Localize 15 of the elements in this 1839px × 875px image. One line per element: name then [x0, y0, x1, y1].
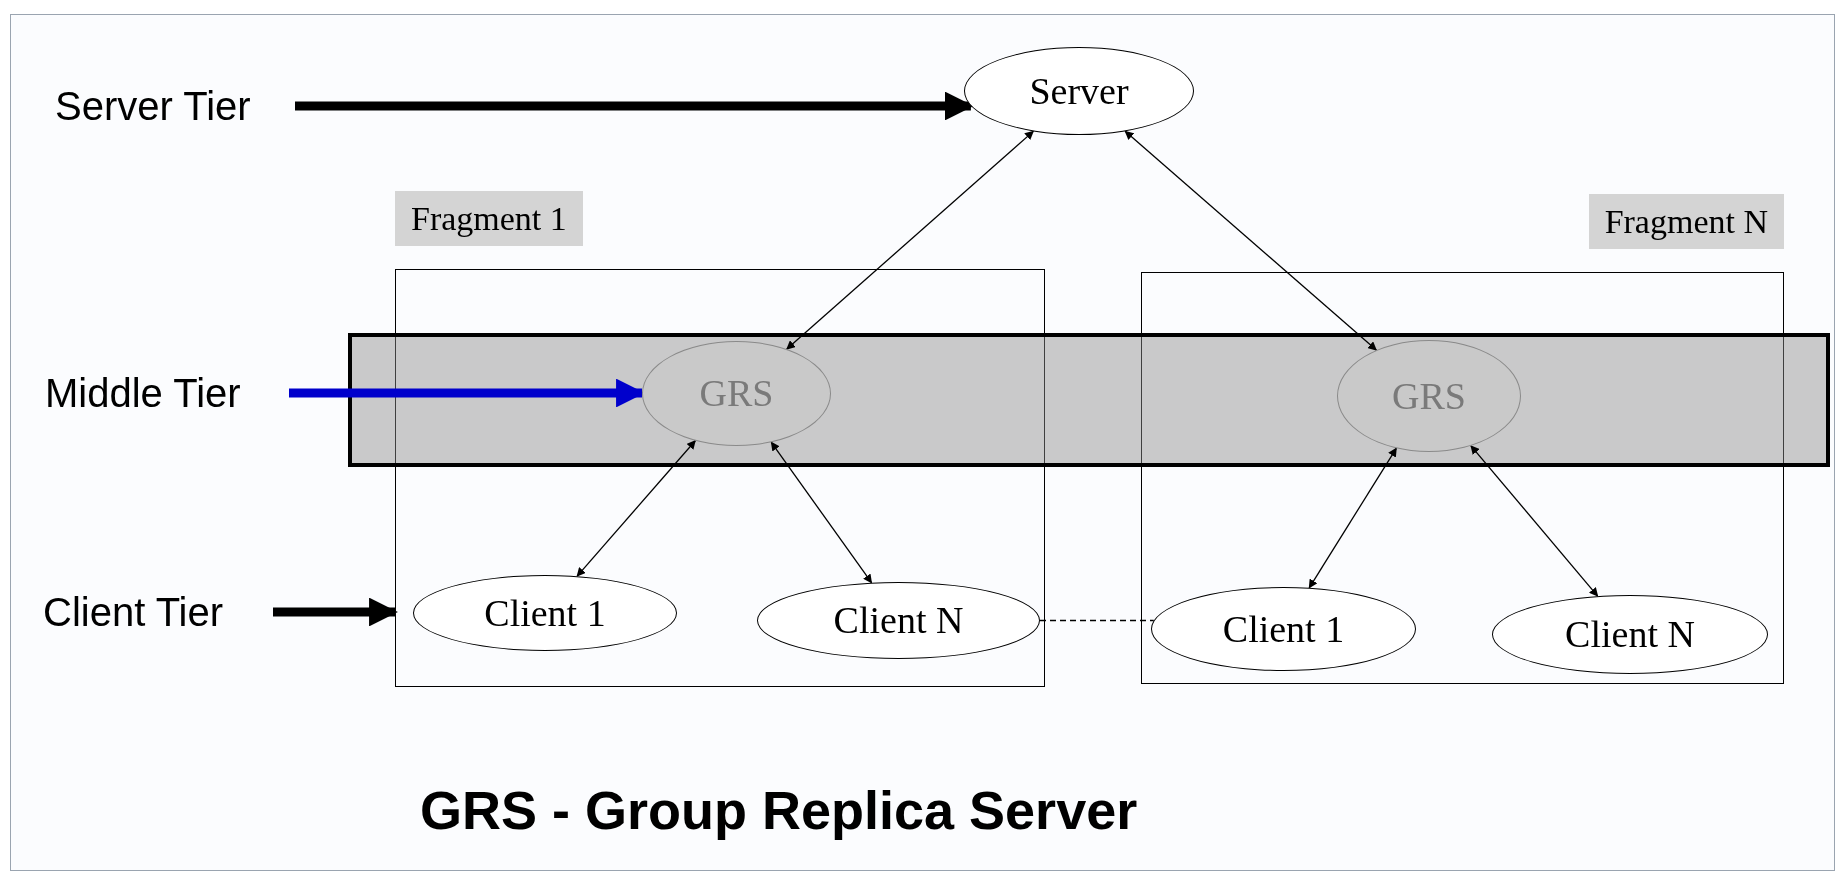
arrow [1124, 130, 1377, 351]
arrow [770, 441, 873, 584]
fragment-heading: Fragment 1 [395, 191, 583, 246]
arrow [1470, 445, 1599, 597]
arrow [289, 378, 645, 408]
arrow [786, 130, 1034, 350]
fragment-heading: Fragment N [1588, 194, 1784, 249]
arrow [273, 597, 398, 627]
tier-label: Client Tier [43, 590, 224, 634]
caption: GRS - Group Replica Server [420, 779, 1138, 842]
arrow [576, 440, 696, 577]
tier-label: Server Tier [55, 84, 251, 128]
tier-label: Middle Tier [45, 371, 241, 415]
arrow [295, 91, 974, 121]
arrow [1308, 447, 1397, 589]
